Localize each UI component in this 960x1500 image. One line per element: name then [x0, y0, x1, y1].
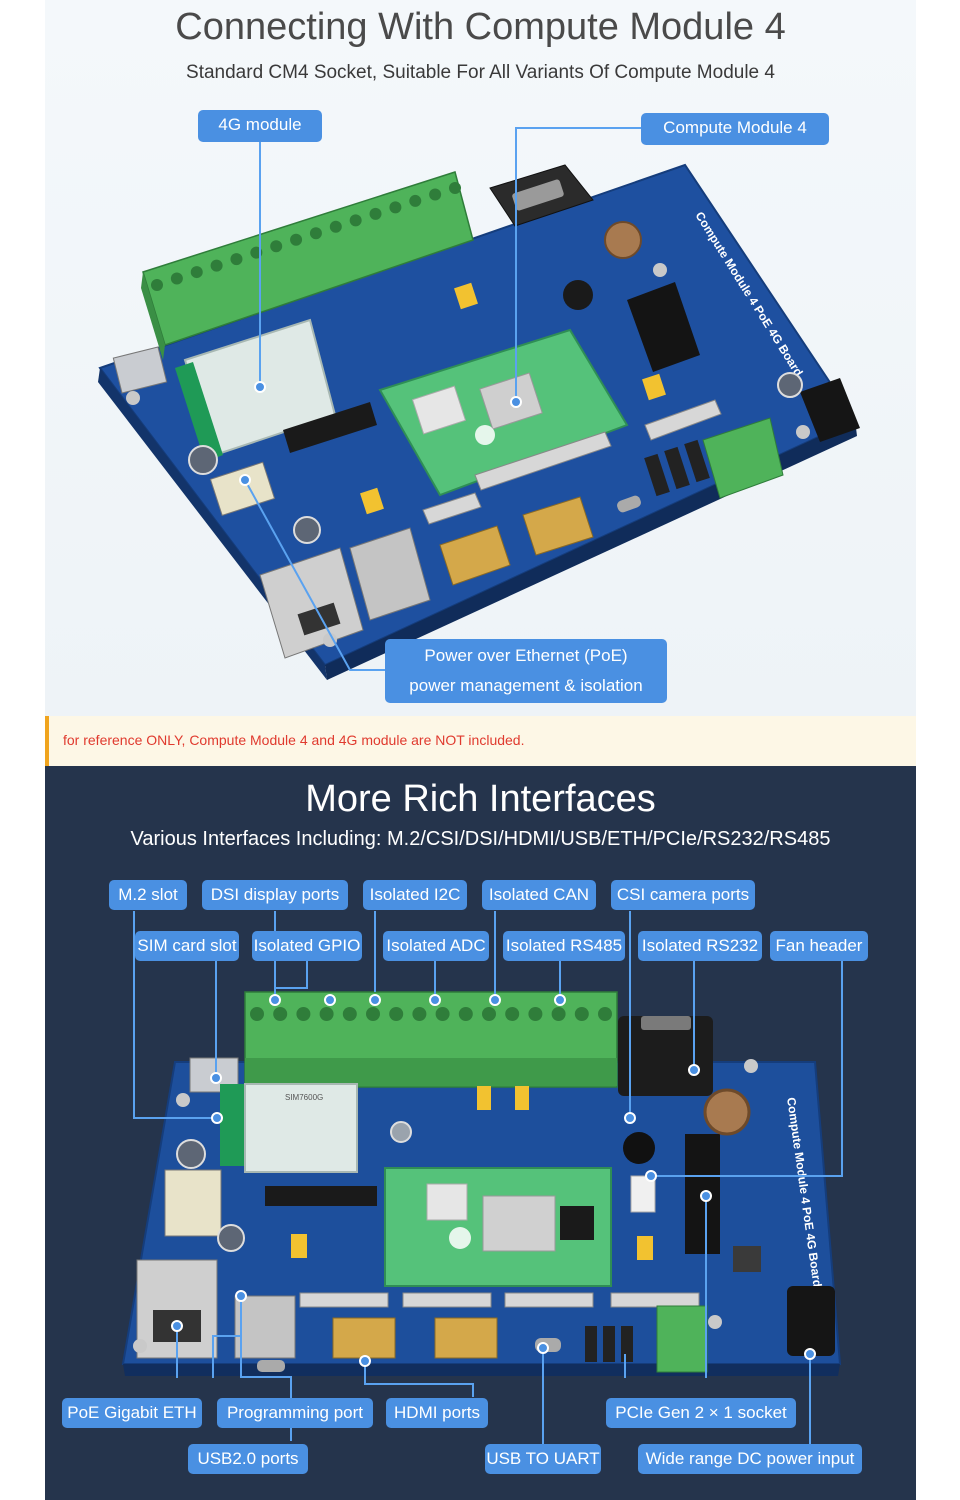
label-programming-port: Programming port [217, 1398, 373, 1428]
reference-note-text: for reference ONLY, Compute Module 4 and… [63, 732, 525, 748]
reference-note: for reference ONLY, Compute Module 4 and… [45, 716, 916, 766]
label-isolated-i2c: Isolated I2C [363, 880, 467, 910]
label-dsi-ports: DSI display ports [202, 880, 348, 910]
board-illustration-top: Compute Module 4 PoE 4G Board [98, 163, 860, 680]
terminal-screw [290, 233, 303, 246]
terminal-screw [449, 182, 461, 194]
terminal-screw [369, 207, 382, 220]
label-compute-module-4: Compute Module 4 [641, 113, 829, 145]
terminal-screw [342, 1007, 357, 1021]
terminal-screw [389, 1007, 404, 1021]
leader-cm4-v [515, 127, 517, 401]
terminal-screw [309, 227, 322, 240]
terminal-screw [151, 279, 163, 291]
label-poe-line2: power management & isolation [409, 676, 643, 695]
terminal-screw [273, 1007, 288, 1021]
label-fan-header: Fan header [770, 931, 868, 961]
label-usb2-ports: USB2.0 ports [188, 1444, 308, 1474]
terminal-screw [230, 253, 243, 266]
terminal-screw [366, 1007, 380, 1021]
marker-4g-module [254, 381, 266, 393]
terminal-screw [409, 194, 422, 207]
sim-chip-text: SIM7600G [285, 1093, 323, 1102]
label-isolated-can: Isolated CAN [482, 880, 596, 910]
label-dc-power: Wide range DC power input [638, 1444, 862, 1474]
label-isolated-adc: Isolated ADC [383, 931, 489, 961]
terminal-screw [528, 1007, 543, 1021]
terminal-screw [598, 1007, 612, 1021]
terminal-screw [482, 1007, 496, 1021]
label-pcie-socket: PCIe Gen 2 × 1 socket [606, 1398, 796, 1428]
section1-title: Connecting With Compute Module 4 [175, 6, 786, 48]
terminal-screw [319, 1007, 334, 1021]
terminal-screw [349, 214, 362, 227]
product-page: Connecting With Compute Module 4 Standar… [45, 0, 916, 1500]
label-sim-slot: SIM card slot [135, 931, 239, 961]
board-illustration-bottom: Compute Module 4 PoE 4G Board SIM7600G [121, 911, 843, 1444]
terminal-screw [210, 259, 223, 272]
terminal-screw [574, 1007, 589, 1021]
terminal-screw [458, 1007, 473, 1021]
terminal-screw [270, 240, 283, 253]
leader-cm4-h [515, 127, 643, 129]
terminal-screw [505, 1007, 520, 1021]
section2-title: More Rich Interfaces [305, 778, 656, 820]
label-poe-eth: PoE Gigabit ETH [62, 1398, 202, 1428]
terminal-screw [551, 1007, 566, 1021]
terminal-screw [296, 1007, 311, 1021]
terminal-screw [412, 1007, 427, 1021]
label-hdmi-ports: HDMI ports [386, 1398, 488, 1428]
label-poe: Power over Ethernet (PoE) power manageme… [385, 639, 667, 703]
terminal-screw [190, 266, 203, 279]
label-isolated-rs485: Isolated RS485 [503, 931, 625, 961]
marker-poe [239, 474, 251, 486]
label-isolated-rs232: Isolated RS232 [638, 931, 762, 961]
section2-subtitle: Various Interfaces Including: M.2/CSI/DS… [130, 828, 831, 850]
label-poe-line1: Power over Ethernet (PoE) [424, 646, 628, 665]
section1-subtitle: Standard CM4 Socket, Suitable For All Va… [186, 62, 775, 83]
label-isolated-gpio: Isolated GPIO [252, 931, 362, 961]
terminal-screw [389, 201, 402, 214]
leader-4g-module [259, 141, 261, 387]
section-interfaces: More Rich Interfaces Various Interfaces … [45, 766, 916, 1500]
label-usb-uart: USB TO UART [485, 1444, 601, 1474]
label-csi-ports: CSI camera ports [611, 880, 755, 910]
label-m2-slot: M.2 slot [109, 880, 187, 910]
terminal-screw [429, 188, 442, 201]
terminal-screw [435, 1007, 450, 1021]
terminal-screw [170, 272, 183, 285]
marker-cm4 [510, 396, 522, 408]
terminal-screw [250, 1007, 264, 1021]
terminal-screw [329, 220, 342, 233]
label-4g-module: 4G module [198, 110, 322, 142]
section-cm4: Connecting With Compute Module 4 Standar… [45, 0, 916, 716]
